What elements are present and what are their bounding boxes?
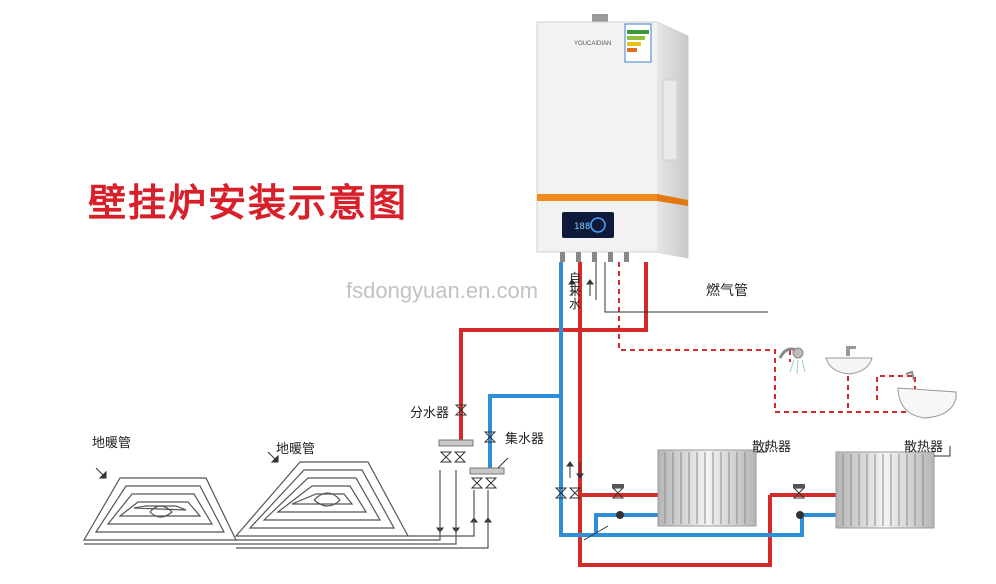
floor-heating-pipe-label-2: 地暖管 [276, 442, 316, 457]
boiler-side-panel [662, 79, 678, 161]
valve-handles [612, 484, 805, 519]
tap-water-label: 自来水 [568, 271, 581, 311]
gas-pipe-label: 燃气管 [706, 283, 748, 299]
water-collector-label: 集水器 [505, 432, 545, 447]
radiator-2 [835, 446, 951, 529]
wall-boiler: 188 YOUCAIDIAN [536, 14, 689, 262]
water-distributor-label: 分水器 [410, 406, 450, 421]
boiler-display-text: 188 [574, 222, 590, 232]
sink-icon [825, 346, 873, 375]
domestic-hot-water-pipes [618, 262, 916, 413]
valves [439, 404, 806, 541]
water-collector [469, 467, 505, 475]
radiator-label-1: 散热器 [752, 440, 792, 455]
orange-stripe [537, 194, 657, 201]
cold-water-pipes [488, 262, 836, 537]
radiator-1 [657, 442, 767, 527]
watermark: fsdongyuan.en.com [346, 278, 539, 303]
hot-water-pipes [459, 262, 836, 567]
shower-icon [778, 347, 806, 375]
page-title: 壁挂炉安装示意图 [88, 181, 409, 225]
gas-pipe [595, 262, 768, 313]
bathtub-icon [897, 370, 957, 419]
water-distributor [438, 439, 474, 447]
floor-heating-loop-1 [82, 470, 457, 545]
flow-arrows [95, 279, 594, 533]
floor-heating-loop-2 [234, 461, 489, 549]
boiler-brand: YOUCAIDIAN [574, 41, 611, 47]
radiator-label-2: 散热器 [904, 440, 944, 455]
floor-heating-pipe-label-1: 地暖管 [92, 436, 132, 451]
